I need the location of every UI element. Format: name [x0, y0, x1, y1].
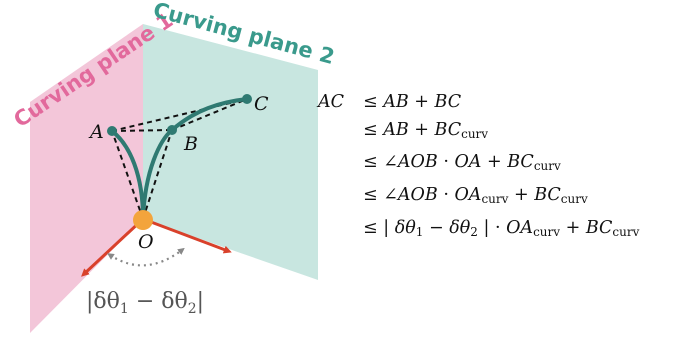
- equation-term: | ·: [477, 218, 507, 238]
- equation-term: AOB: [397, 152, 438, 172]
- equation-subscript: 1: [415, 225, 424, 239]
- label-A: A: [88, 121, 104, 143]
- equation-term: AOB: [397, 185, 438, 205]
- equation-subscript: curv: [533, 225, 561, 239]
- direction-arrow-1: [81, 217, 145, 277]
- equation-term: BC: [507, 152, 534, 172]
- label-B: B: [183, 133, 198, 155]
- equation-term: ≤: [363, 120, 384, 140]
- equation-term: BC: [534, 185, 561, 205]
- point-C: [242, 94, 252, 104]
- equation-subscript: curv: [461, 127, 489, 141]
- equation-term: ≤ ∠: [363, 152, 398, 172]
- equation-rhs: ≤ ∠AOB · OA + BCcurv: [363, 152, 561, 172]
- equation-subscript: curv: [481, 192, 509, 206]
- equation-subscript: curv: [612, 225, 640, 239]
- equation-lhs: AC: [318, 92, 345, 112]
- equation-term: BC: [434, 120, 462, 140]
- equation-term: +: [408, 92, 435, 112]
- equation-term: ≤: [363, 92, 384, 112]
- curving-plane-2: [143, 24, 318, 280]
- angle-difference-label: |δθ1 − δθ2|: [86, 289, 204, 317]
- chord-OB: [142, 129, 173, 220]
- equation-term: +: [408, 120, 435, 140]
- equation-term: +: [481, 152, 508, 172]
- point-B: [167, 125, 177, 135]
- equation-subscript: 2: [470, 225, 478, 239]
- point-O: [133, 210, 153, 230]
- equation-subscript: curv: [533, 159, 561, 173]
- equation-term: ≤ ∠: [363, 185, 398, 205]
- equation-term: AB: [383, 92, 409, 112]
- chord-OA: [111, 130, 144, 220]
- equation-term: ≤ |: [363, 218, 395, 238]
- equation-term: +: [560, 218, 586, 238]
- equation-term: δθ: [449, 218, 471, 238]
- equation-term: +: [508, 185, 535, 205]
- equation-term: δθ: [394, 218, 416, 238]
- equation-rhs: ≤ AB + BC: [363, 92, 461, 112]
- equation-term: OA: [506, 218, 534, 238]
- equation-term: ·: [437, 185, 455, 205]
- equation-term: AB: [383, 120, 409, 140]
- equation-term: ·: [437, 152, 455, 172]
- equation-subscript: curv: [560, 192, 588, 206]
- direction-arrow-2: [142, 217, 232, 254]
- curving-plane-1: [30, 24, 143, 333]
- chord-BC: [171, 98, 248, 131]
- label-C: C: [254, 93, 269, 115]
- equation-term: BC: [585, 218, 613, 238]
- equation-rhs: ≤ ∠AOB · OAcurv + BCcurv: [363, 185, 588, 205]
- point-A: [107, 126, 117, 136]
- equation-term: OA: [454, 185, 482, 205]
- label-O: O: [138, 231, 154, 253]
- equation-term: OA: [454, 152, 482, 172]
- equation-term: −: [423, 218, 450, 238]
- equation-rhs: ≤ | δθ1 − δθ2 | · OAcurv + BCcurv: [363, 218, 639, 238]
- equation-term: BC: [434, 92, 462, 112]
- equation-rhs: ≤ AB + BCcurv: [363, 120, 488, 140]
- chord-AB: [111, 129, 173, 132]
- angle-arc-arrow: [107, 247, 185, 267]
